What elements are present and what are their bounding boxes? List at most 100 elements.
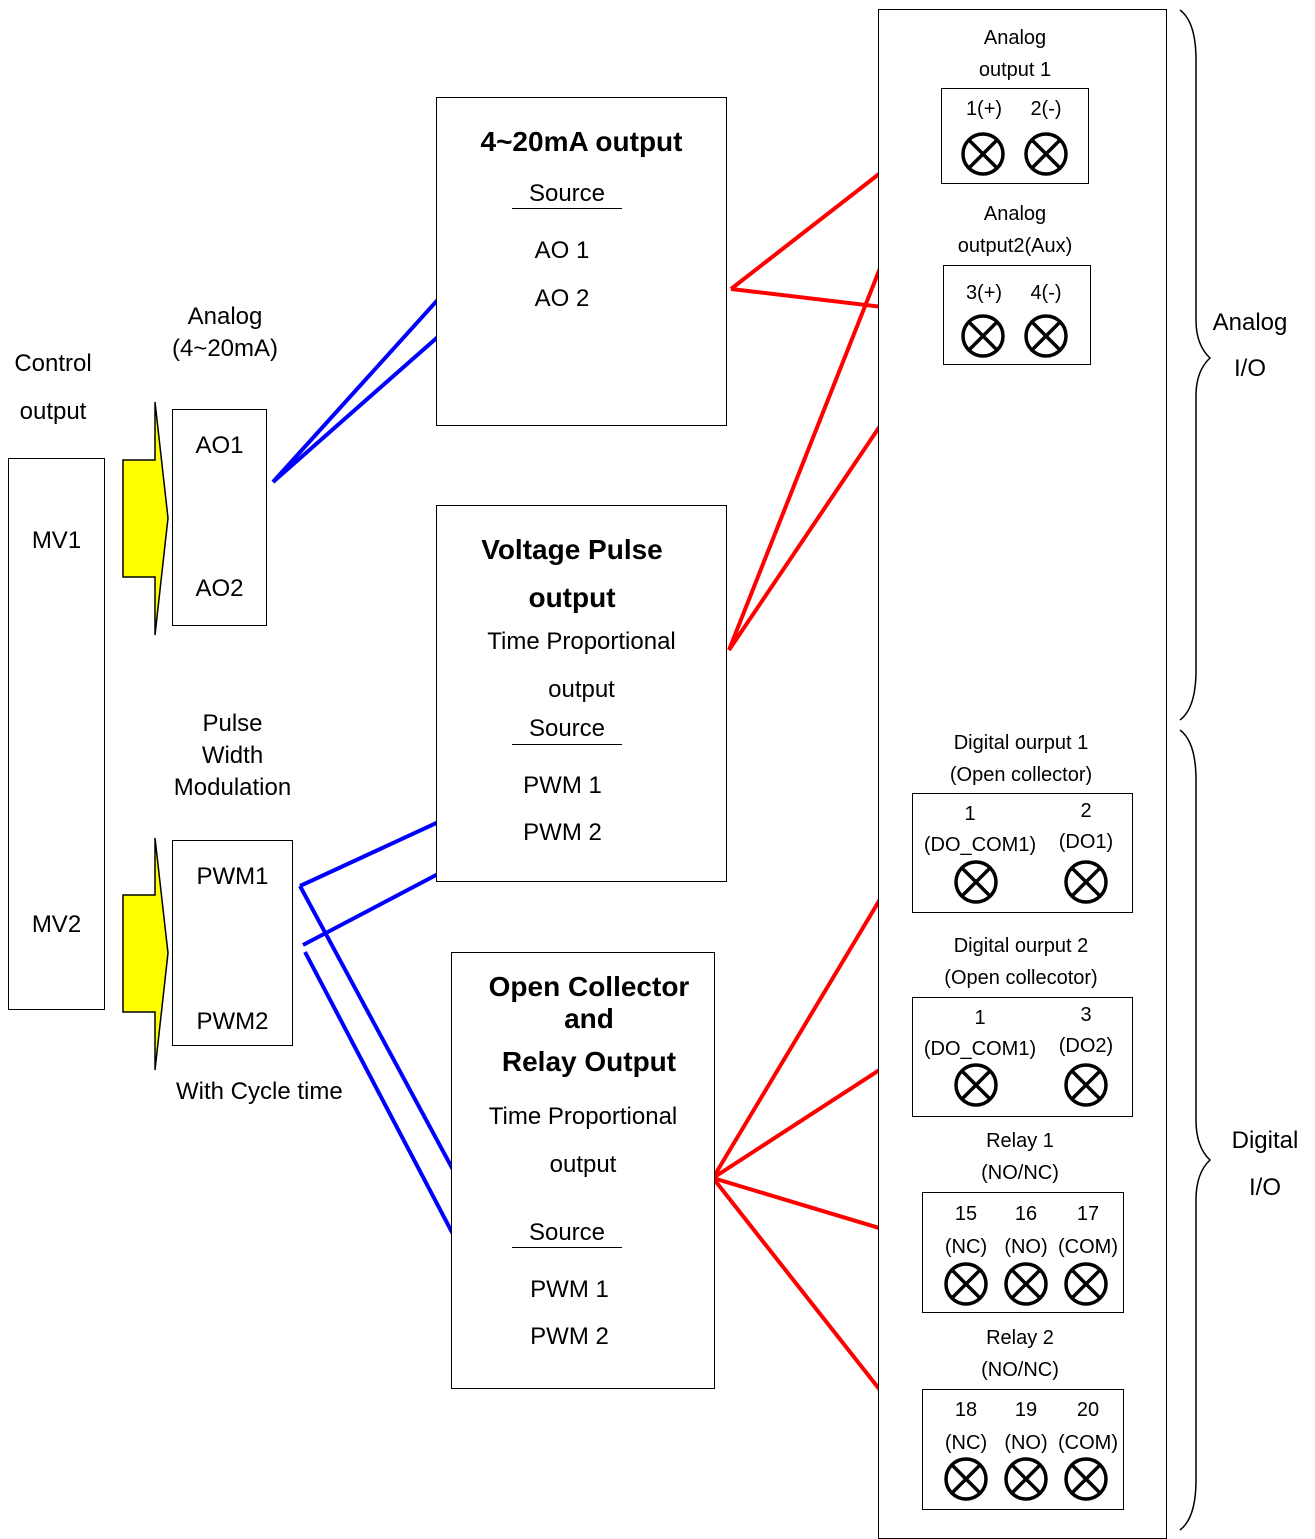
module-4-20ma-source: Source	[528, 180, 606, 207]
pwm-label-line1: Pulse	[202, 710, 263, 737]
terminal-icon-1	[961, 132, 1005, 176]
module-voltage-source-underline	[512, 744, 622, 745]
relay1-num-no: 16	[1014, 1203, 1038, 1225]
module-relay-pwm1: PWM 1	[530, 1276, 609, 1303]
analog-out1-pin-minus: 2(-)	[1030, 98, 1062, 120]
digital-io-label-line1: Digital	[1231, 1127, 1299, 1154]
arrow-relay-to-do2	[711, 1052, 906, 1180]
analog-out2-label-line2: output2(Aux)	[957, 235, 1073, 257]
terminal-icon-do2	[1064, 1063, 1108, 1107]
module-4-20ma-ao1: AO 1	[534, 237, 590, 264]
module-relay-title-line2: and	[564, 1003, 614, 1034]
module-relay	[451, 952, 715, 1389]
digital-out1-pin1-num: 1	[964, 803, 976, 825]
terminal-icon-16	[1004, 1262, 1048, 1306]
digital-out2-label-line1: Digital ourput 2	[953, 935, 1089, 957]
cycle-time-label: With Cycle time	[176, 1078, 343, 1105]
ao2-label: AO2	[195, 575, 244, 602]
terminal-icon-do-com1-a	[954, 860, 998, 904]
analog-label-line1: Analog	[187, 303, 263, 330]
terminal-icon-19	[1004, 1457, 1048, 1501]
pwm-label-line3: Modulation	[173, 774, 292, 801]
terminal-icon-3	[961, 314, 1005, 358]
pwm-label-line2: Width	[201, 742, 264, 769]
terminal-icon-15	[944, 1262, 988, 1306]
relay2-name-nc: (NC)	[944, 1432, 988, 1454]
relay2-name-com: (COM)	[1058, 1432, 1118, 1454]
relay2-label-line2: (NO/NC)	[981, 1359, 1059, 1381]
terminal-icon-do1	[1064, 860, 1108, 904]
digital-io-label-line2: I/O	[1248, 1174, 1281, 1201]
pwm-output-box	[172, 840, 293, 1046]
analog-out1-pin-plus: 1(+)	[965, 98, 1003, 120]
analog-output-box	[172, 409, 267, 626]
relay2-label-line1: Relay 2	[986, 1327, 1054, 1349]
control-output-title-line2: output	[19, 398, 87, 425]
analog-io-bracket-icon	[1179, 9, 1212, 721]
arrow-relay-to-do1	[711, 854, 908, 1180]
analog-label-line2: (4~20mA)	[171, 335, 279, 362]
module-relay-pwm2: PWM 2	[530, 1323, 609, 1350]
analog-converter-icon	[122, 401, 169, 636]
digital-out1-label-line2: (Open collector)	[949, 764, 1093, 786]
module-4-20ma-ao2: AO 2	[534, 285, 590, 312]
mv1-label: MV1	[31, 527, 82, 554]
digital-out1-label-line1: Digital ourput 1	[953, 732, 1089, 754]
digital-out2-pin1-name: (DO_COM1)	[923, 1038, 1037, 1060]
analog-out2-pin-plus: 3(+)	[965, 282, 1003, 304]
module-voltage-sub-line1: Time Proportional	[487, 628, 676, 655]
terminal-icon-do-com1-b	[954, 1063, 998, 1107]
module-relay-sub-line1: Time Proportional	[488, 1103, 678, 1130]
digital-out1-pin2-name: (DO1)	[1058, 831, 1114, 853]
module-relay-source-underline	[512, 1247, 622, 1248]
digital-out2-pin2-name: (DO2)	[1058, 1035, 1114, 1057]
module-voltage-pwm2: PWM 2	[523, 819, 602, 846]
ao1-label: AO1	[195, 432, 244, 459]
pwm1-label: PWM1	[196, 863, 269, 890]
module-relay-title-line1: Open Collector	[488, 971, 690, 1002]
analog-io-label-line1: Analog	[1212, 309, 1288, 336]
pwm2-label: PWM2	[196, 1008, 269, 1035]
relay1-name-nc: (NC)	[944, 1236, 988, 1258]
module-relay-source: Source	[528, 1219, 606, 1246]
analog-out2-pin-minus: 4(-)	[1030, 282, 1062, 304]
analog-io-label-line2: I/O	[1233, 355, 1266, 382]
relay1-label-line2: (NO/NC)	[981, 1162, 1059, 1184]
terminal-icon-18	[944, 1457, 988, 1501]
module-relay-title-line3: Relay Output	[501, 1046, 677, 1077]
module-4-20ma-title: 4~20mA output	[480, 126, 683, 157]
digital-out2-label-line2: (Open collecotor)	[944, 967, 1098, 989]
relay1-label-line1: Relay 1	[986, 1130, 1054, 1152]
mv2-label: MV2	[31, 911, 82, 938]
terminal-icon-4	[1024, 314, 1068, 358]
control-output-title-line1: Control	[14, 350, 92, 377]
analog-out1-terminal-block	[941, 88, 1089, 184]
module-4-20ma	[436, 97, 727, 426]
module-relay-sub-line2: output	[549, 1151, 617, 1178]
digital-out2-pin1-num: 1	[974, 1007, 986, 1029]
relay2-name-no: (NO)	[1004, 1432, 1048, 1454]
terminal-icon-2	[1024, 132, 1068, 176]
relay1-name-com: (COM)	[1058, 1236, 1118, 1258]
digital-io-bracket-icon	[1179, 729, 1212, 1531]
relay1-num-com: 17	[1076, 1203, 1100, 1225]
relay2-num-com: 20	[1076, 1399, 1100, 1421]
module-voltage-title-line1: Voltage Pulse	[481, 534, 663, 565]
module-voltage-title-line2: output	[528, 582, 616, 613]
terminal-icon-20	[1064, 1457, 1108, 1501]
relay1-num-nc: 15	[954, 1203, 978, 1225]
analog-out1-label-line1: Analog	[983, 27, 1047, 49]
module-voltage-source: Source	[528, 715, 606, 742]
relay2-num-nc: 18	[954, 1399, 978, 1421]
analog-out2-label-line1: Analog	[983, 203, 1047, 225]
digital-out1-pin2-num: 2	[1080, 800, 1092, 822]
relay1-name-no: (NO)	[1004, 1236, 1048, 1258]
control-output-box	[8, 458, 105, 1010]
digital-out1-pin1-name: (DO_COM1)	[923, 834, 1037, 856]
module-voltage-pwm1: PWM 1	[523, 772, 602, 799]
module-voltage-pulse	[436, 505, 727, 882]
terminal-icon-17	[1064, 1262, 1108, 1306]
module-4-20ma-source-underline	[512, 208, 622, 209]
digital-out2-pin2-num: 3	[1080, 1004, 1092, 1026]
